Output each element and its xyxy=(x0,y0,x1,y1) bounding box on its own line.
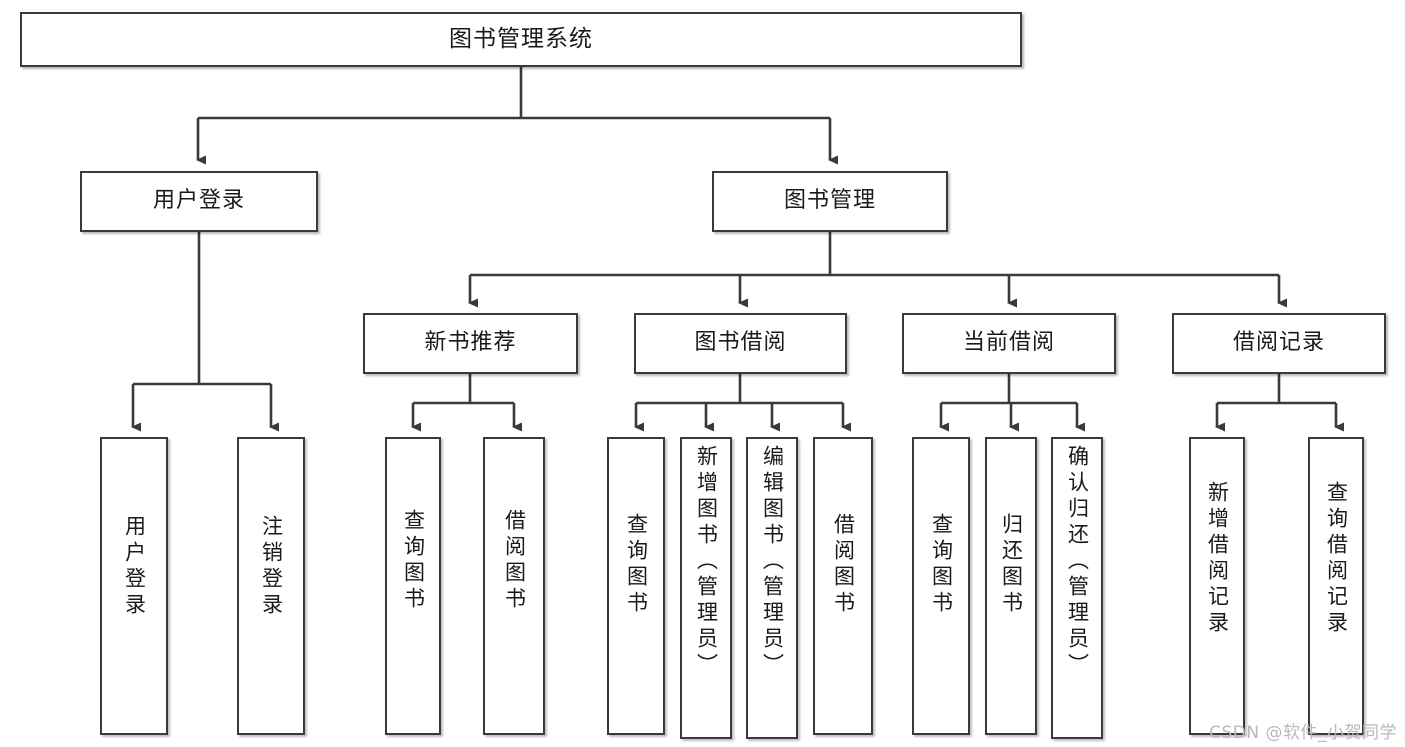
leaf-query-book-current-label: 查询图书 xyxy=(929,513,954,617)
node-current-borrow[interactable]: 当前借阅 xyxy=(902,313,1116,374)
leaf-query-book-recommend-label: 查询图书 xyxy=(401,509,426,613)
leaf-add-borrow-record[interactable]: 新增借阅记录 xyxy=(1189,437,1245,735)
node-user-login-label: 用户登录 xyxy=(152,188,245,214)
leaf-return-book[interactable]: 归还图书 xyxy=(985,437,1037,735)
leaf-query-book-current[interactable]: 查询图书 xyxy=(912,437,970,735)
leaf-add-book-admin-label: 新增图书（管理员） xyxy=(694,445,719,679)
leaf-return-book-label: 归还图书 xyxy=(999,513,1024,617)
leaf-add-borrow-record-label: 新增借阅记录 xyxy=(1205,481,1230,637)
node-borrow-records-label: 借阅记录 xyxy=(1232,330,1325,356)
node-book-borrow-label: 图书借阅 xyxy=(694,330,787,356)
node-current-borrow-label: 当前借阅 xyxy=(962,330,1055,356)
csdn-watermark: CSDN @软件_小贺同学 xyxy=(1209,723,1397,743)
leaf-borrow-book-label: 借阅图书 xyxy=(831,513,856,617)
node-book-management-label: 图书管理 xyxy=(783,188,876,214)
leaf-confirm-return-admin-label: 确认归还（管理员） xyxy=(1065,445,1090,679)
leaf-logout[interactable]: 注销登录 xyxy=(237,437,305,735)
leaf-edit-book-admin-label: 编辑图书（管理员） xyxy=(760,445,785,679)
leaf-confirm-return-admin[interactable]: 确认归还（管理员） xyxy=(1051,437,1103,739)
leaf-user-login-label: 用户登录 xyxy=(122,515,147,619)
node-root-label: 图书管理系统 xyxy=(449,25,593,52)
leaf-add-book-admin[interactable]: 新增图书（管理员） xyxy=(680,437,732,739)
node-new-book-recommend[interactable]: 新书推荐 xyxy=(363,313,578,374)
leaf-borrow-book-recommend-label: 借阅图书 xyxy=(502,509,527,613)
node-user-login[interactable]: 用户登录 xyxy=(80,171,318,232)
leaf-user-login[interactable]: 用户登录 xyxy=(100,437,168,735)
node-root[interactable]: 图书管理系统 xyxy=(20,12,1022,67)
leaf-query-book-borrow[interactable]: 查询图书 xyxy=(607,437,665,735)
node-new-book-recommend-label: 新书推荐 xyxy=(424,330,517,356)
leaf-query-borrow-record-label: 查询借阅记录 xyxy=(1324,481,1349,637)
leaf-borrow-book[interactable]: 借阅图书 xyxy=(813,437,873,735)
leaf-logout-label: 注销登录 xyxy=(259,515,284,619)
node-book-borrow[interactable]: 图书借阅 xyxy=(634,313,847,374)
leaf-query-book-recommend[interactable]: 查询图书 xyxy=(385,437,441,735)
leaf-query-book-borrow-label: 查询图书 xyxy=(624,513,649,617)
node-borrow-records[interactable]: 借阅记录 xyxy=(1172,313,1386,374)
leaf-query-borrow-record[interactable]: 查询借阅记录 xyxy=(1308,437,1364,735)
leaf-edit-book-admin[interactable]: 编辑图书（管理员） xyxy=(746,437,798,739)
leaf-borrow-book-recommend[interactable]: 借阅图书 xyxy=(483,437,545,735)
node-book-management[interactable]: 图书管理 xyxy=(712,171,948,232)
